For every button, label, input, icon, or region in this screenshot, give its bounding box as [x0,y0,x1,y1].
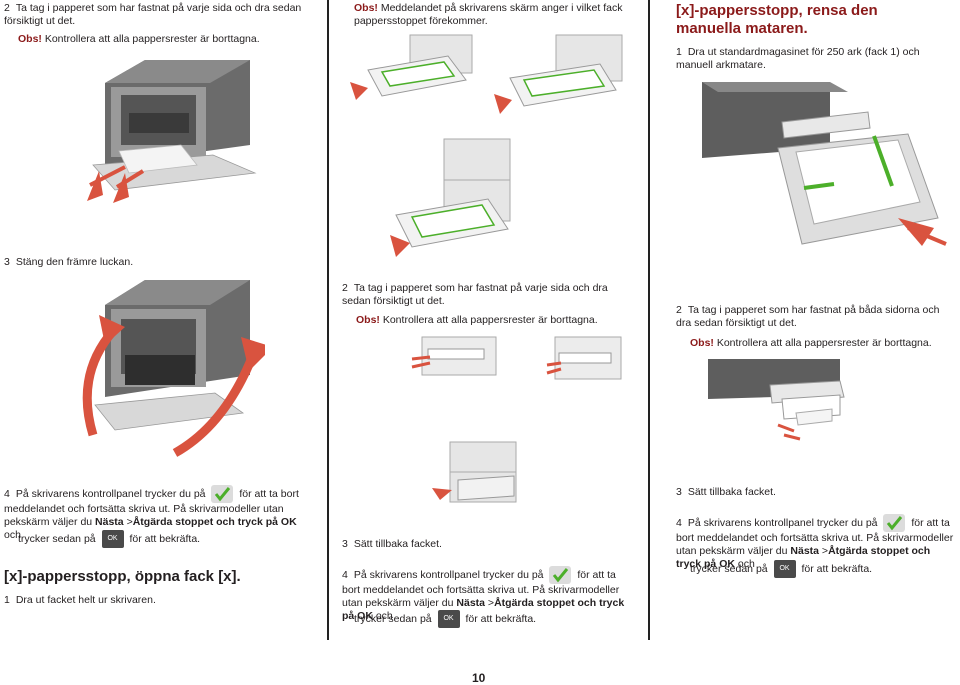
paper-pull-image-right [546,336,622,380]
col3-step4-confirm: trycker sedan på OK för att bekräfta. [690,560,950,578]
tray-pull-image-center [390,138,511,257]
col1-obs-note: Obs! Kontrollera att alla pappersrester … [18,33,260,45]
paper-pull-image-left [411,336,497,376]
tray-insert-image [432,441,517,503]
column-divider-left [327,0,329,640]
col2-step4-confirm: trycker sedan på OK för att bekräfta. [354,610,634,628]
col1-heading-open-tray: [x]-pappersstopp, öppna fack [x]. [4,568,241,585]
check-icon [549,566,572,584]
col1-step4-confirm: trycker sedan på OK för att bekräfta. [18,530,308,548]
ok-button-icon: OK [437,610,460,628]
ok-button-icon: OK [773,560,796,578]
col2-obs2-note: Obs! Kontrollera att alla pappersrester … [356,314,598,326]
col3-heading-manual-feeder: [x]-pappersstopp, rensa den manuella mat… [676,2,878,37]
standard-tray-pull-image [702,82,947,246]
ok-button-icon: OK [101,530,124,548]
col2-obs-note: Obs! Meddelandet på skrivarens skärm ang… [354,2,623,27]
printer-front-open-image [87,60,257,203]
tray-pull-image-left [350,34,473,100]
printer-close-door-image [82,280,265,457]
column-divider-right [648,0,650,640]
check-icon [883,514,906,532]
check-icon [211,485,234,503]
page-number: 10 [472,671,486,685]
col3-obs-note: Obs! Kontrollera att alla pappersrester … [690,337,932,349]
tray-pull-image-right [494,34,623,114]
manual-feeder-paper-pull-image [708,359,845,441]
